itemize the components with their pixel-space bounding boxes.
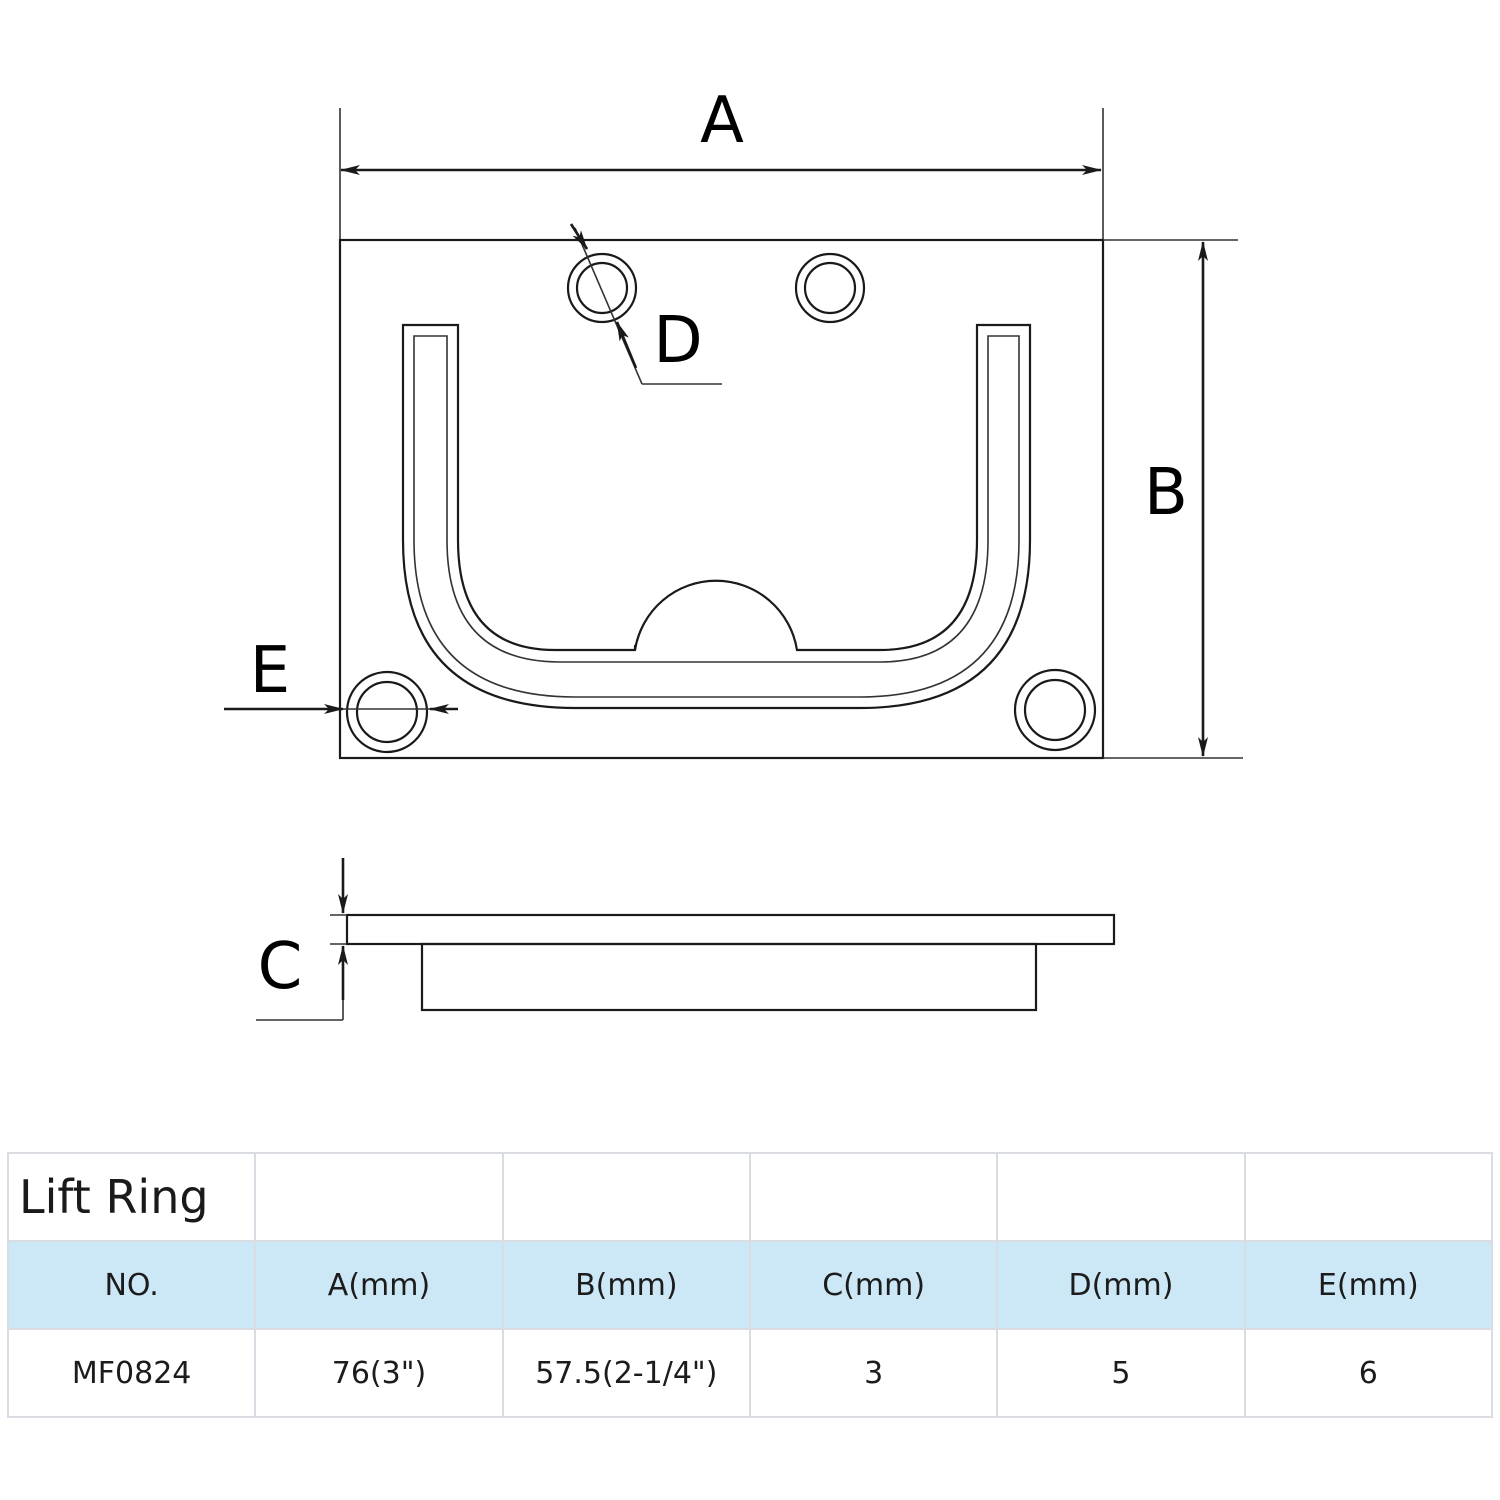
cell-no: MF0824 — [6, 1328, 257, 1418]
cell-c: 3 — [748, 1328, 999, 1418]
dimension-a: A — [339, 84, 1104, 240]
table-title: Lift Ring — [6, 1152, 257, 1242]
side-plate — [345, 913, 1116, 946]
empty-cell — [748, 1152, 999, 1242]
spec-table: Lift Ring NO. A(mm) B(mm) C(mm) D(mm) E(… — [6, 1152, 1494, 1418]
label-a: A — [700, 84, 744, 158]
cell-b: 57.5(2-1/4") — [501, 1328, 751, 1418]
dimension-e: E — [224, 634, 458, 714]
mounting-hole-top-right — [794, 252, 866, 324]
label-b: B — [1144, 456, 1188, 530]
cell-d: 5 — [996, 1328, 1246, 1418]
label-d: D — [653, 304, 702, 378]
empty-cell — [1243, 1152, 1494, 1242]
header-d: D(mm) — [996, 1240, 1246, 1330]
empty-cell — [254, 1152, 504, 1242]
mounting-hole-bottom-left — [345, 670, 429, 754]
table-header-row: NO. A(mm) B(mm) C(mm) D(mm) E(mm) — [6, 1240, 1494, 1330]
mounting-hole-bottom-right — [1013, 668, 1097, 752]
cell-e: 6 — [1243, 1328, 1494, 1418]
empty-cell — [501, 1152, 751, 1242]
plate-outline — [338, 238, 1105, 760]
header-b: B(mm) — [501, 1240, 751, 1330]
side-view — [345, 913, 1116, 1012]
label-e: E — [250, 634, 290, 708]
technical-drawing: A D — [224, 84, 1243, 1021]
empty-cell — [996, 1152, 1246, 1242]
cell-a: 76(3") — [254, 1328, 504, 1418]
table-row: MF0824 76(3") 57.5(2-1/4") 3 5 6 — [6, 1328, 1494, 1418]
top-view — [338, 238, 1105, 760]
header-no: NO. — [6, 1240, 257, 1330]
dimension-b: B — [1103, 239, 1243, 759]
header-c: C(mm) — [748, 1240, 999, 1330]
label-c: C — [258, 930, 303, 1004]
side-recess-body — [420, 942, 1038, 1012]
mounting-hole-top-left — [566, 252, 638, 324]
dimension-c: C — [256, 858, 348, 1021]
header-a: A(mm) — [254, 1240, 504, 1330]
lift-ring-handle — [401, 323, 1032, 710]
dimension-d: D — [569, 223, 722, 385]
header-e: E(mm) — [1243, 1240, 1494, 1330]
table-title-row: Lift Ring — [6, 1152, 1494, 1242]
